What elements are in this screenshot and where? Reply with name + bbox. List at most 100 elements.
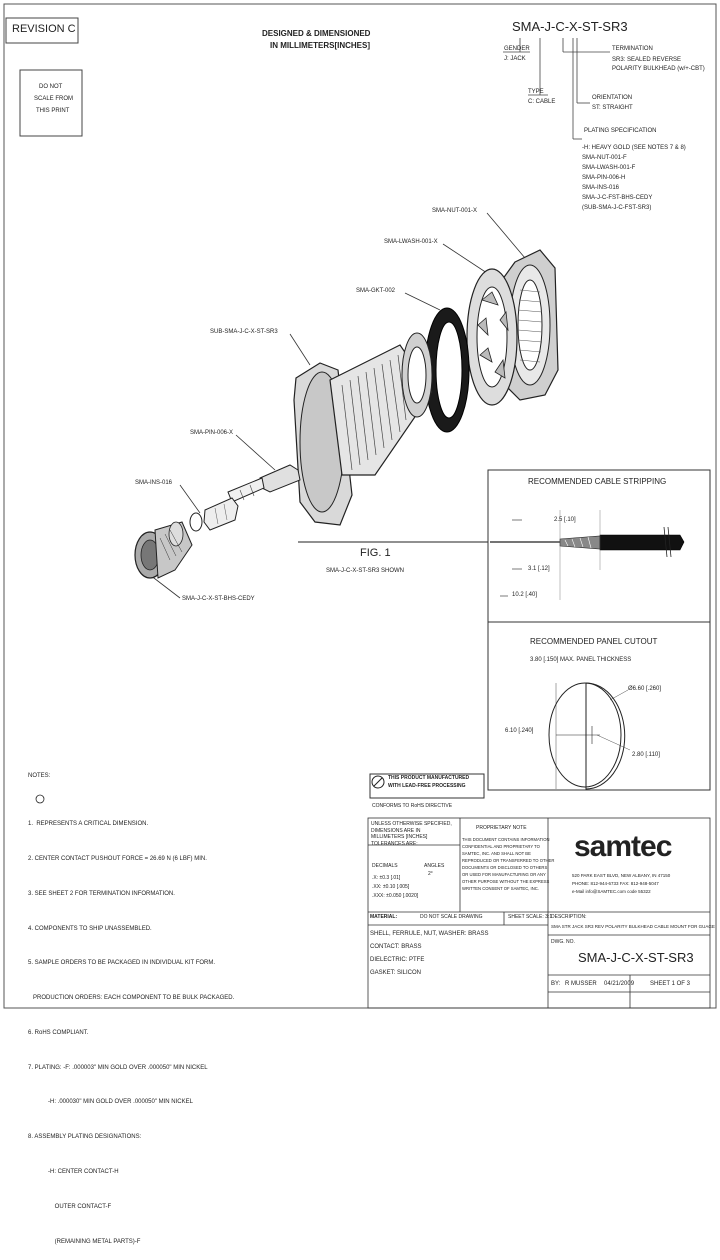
- material-label: MATERIAL:: [370, 914, 398, 920]
- title-block-grid: [367, 817, 711, 1009]
- note-line: PRODUCTION ORDERS: EACH COMPONENT TO BE …: [28, 995, 235, 1002]
- proprietary-line: DOCUMENTS OR DISCLOSED TO OTHERS: [462, 865, 548, 870]
- description-value: SMA STR JACK SR3 REV POLARITY BULKHEAD C…: [551, 924, 715, 929]
- gender-value: J: JACK: [504, 56, 526, 62]
- company-address: 520 PARK EAST BLVD, NEW ALBANY, IN 47150…: [572, 872, 670, 896]
- material-line: CONTACT: BRASS: [370, 944, 422, 950]
- panel-cutout-drawing: [548, 682, 631, 790]
- fig-subtitle: SMA-J-C-X-ST-SR3 SHOWN: [326, 568, 404, 574]
- decimal-label: DECIMALS: [372, 863, 398, 869]
- proprietary-title: PROPRIETARY NOTE: [476, 825, 527, 831]
- note-line: OUTER CONTACT-F: [28, 1203, 112, 1210]
- callout-lwash: SMA-LWASH-001-X: [384, 239, 438, 245]
- address-line: e-Mail info@SAMTEC.com code 55322: [572, 889, 651, 894]
- note-line: 8. ASSEMBLY PLATING DESIGNATIONS:: [28, 1134, 142, 1141]
- materials-list: SHELL, FERRULE, NUT, WASHER: BRASS CONTA…: [370, 928, 488, 980]
- panel-height: 6.10 [.240]: [505, 728, 534, 734]
- note-line: 2. CENTER CONTACT PUSHOUT FORCE = 26.69 …: [28, 855, 207, 862]
- plating-line: SMA-NUT-001-F: [582, 155, 627, 161]
- tol-line: MILLIMETERS [INCHES]: [371, 834, 428, 840]
- note-line: -H: CENTER CONTACT-H: [28, 1169, 119, 1175]
- callout-nut: SMA-NUT-001-X: [432, 208, 478, 214]
- tol-value: .XX: ±0.10 [.005]: [372, 884, 410, 890]
- plating-line: -H: HEAVY GOLD (SEE NOTES 7 & 8): [582, 145, 686, 151]
- callout-ins: SMA-INS-016: [135, 480, 173, 486]
- body-subassembly-part: [293, 332, 433, 526]
- nut-part: [501, 249, 559, 401]
- lead-free-line2: WITH LEAD-FREE PROCESSING: [388, 783, 466, 789]
- address-line: 520 PARK EAST BLVD, NEW ALBANY, IN 47150: [572, 873, 671, 878]
- dwg-number: SMA-J-C-X-ST-SR3: [578, 950, 694, 965]
- insulator-part: [189, 497, 239, 532]
- plating-line: SMA-PIN-006-H: [582, 175, 626, 181]
- do-not-scale-line2: SCALE FROM: [34, 96, 74, 102]
- plating-line: SMA-J-C-FST-BHS-CEDY: [582, 195, 653, 201]
- sheet-scale: SHEET SCALE: 3:1: [508, 914, 553, 920]
- termination-value-1: SR3: SEALED REVERSE: [612, 57, 682, 63]
- angles-value: 2°: [428, 871, 433, 877]
- part-code-leaders: [503, 38, 610, 140]
- material-line: DIELECTRIC: PTFE: [370, 957, 425, 963]
- angles-label: ANGLES: [424, 863, 445, 869]
- do-not-scale-box: [19, 69, 83, 137]
- material-line: GASKET: SILICON: [370, 970, 422, 976]
- proprietary-line: CONFIDENTIAL AND PROPRIETARY TO: [462, 844, 540, 849]
- stripping-dim3: 10.2 [.40]: [512, 592, 538, 598]
- callout-body: SMA-J-C-X-ST-BHS-CEDY: [182, 596, 255, 602]
- designed-line1: DESIGNED & DIMENSIONED: [262, 29, 371, 38]
- sheet-number: SHEET 1 OF 3: [650, 981, 690, 987]
- panel-title: RECOMMENDED PANEL CUTOUT: [530, 637, 658, 646]
- tol-value: .XXX: ±0.050 [.0020]: [372, 893, 419, 899]
- panel-half: 2.80 [.110]: [632, 752, 660, 758]
- plating-list: -H: HEAVY GOLD (SEE NOTES 7 & 8) SMA-NUT…: [582, 143, 686, 213]
- proprietary-line: SAMTEC, INC. AND SHALL NOT BE: [462, 851, 531, 856]
- material-line: SHELL, FERRULE, NUT, WASHER: BRASS: [370, 931, 489, 937]
- do-not-scale-line1: DO NOT: [39, 84, 63, 90]
- proprietary-text: THIS DOCUMENT CONTAINS INFORMATION CONFI…: [462, 836, 554, 892]
- drawing-date: 04/21/2009: [604, 981, 635, 987]
- callout-leaders: [149, 212, 526, 599]
- lead-free-line3: CONFORMS TO RoHS DIRECTIVE: [372, 803, 453, 809]
- note-line: -H: .000030" MIN GOLD OVER .000050" MIN …: [28, 1099, 193, 1106]
- note-line: (REMAINING METAL PARTS)-F: [28, 1238, 141, 1245]
- plating-line: SMA-LWASH-001-F: [582, 165, 636, 171]
- lead-free-line1: THIS PRODUCT MANUFACTURED: [388, 775, 470, 781]
- by-label: BY:: [551, 981, 561, 987]
- panel-thickness: 3.80 [.150] MAX. PANEL THICKNESS: [530, 657, 632, 663]
- samtec-logo: samtec: [574, 830, 672, 863]
- note-line: 5. SAMPLE ORDERS TO BE PACKAGED IN INDIV…: [28, 960, 216, 967]
- tol-line: DIMENSIONS ARE IN: [371, 827, 421, 834]
- designed-line2: IN MILLIMETERS[INCHES]: [270, 41, 370, 50]
- gasket-part: [424, 307, 470, 433]
- notes-title: NOTES:: [28, 773, 51, 779]
- orientation-value: ST: STRAIGHT: [592, 105, 633, 111]
- tol-value: .X: ±0.3 [.01]: [372, 875, 401, 881]
- lock-washer-part: [466, 268, 518, 406]
- dwg-label: DWG. NO.: [551, 939, 575, 945]
- termination-value-2: POLARITY BULKHEAD (w/+-CBT): [612, 66, 705, 72]
- fig-title: FIG. 1: [360, 547, 391, 559]
- panel-cutout-box: [487, 621, 711, 791]
- proprietary-line: THIS DOCUMENT CONTAINS INFORMATION: [462, 837, 550, 842]
- callout-gasket: SMA-GKT-002: [356, 288, 396, 294]
- tolerance-text: UNLESS OTHERWISE SPECIFIED, DIMENSIONS A…: [371, 821, 452, 847]
- crimp-body-part: [134, 521, 193, 579]
- note-line: 7. PLATING: -F: .000003" MIN GOLD OVER .…: [28, 1064, 208, 1071]
- proprietary-line: OTHER PURPOSE WITHOUT THE EXPRESS: [462, 879, 550, 884]
- address-line: PHONE: 812-944-6733 FAX: 812-948-5047: [572, 881, 659, 886]
- sheet-border: [3, 3, 717, 1009]
- termination-label: TERMINATION: [612, 46, 653, 52]
- note-line: 4. COMPONENTS TO SHIP UNASSEMBLED.: [28, 925, 152, 932]
- pin-part: [227, 464, 301, 503]
- panel-diameter: Ø6.60 [.260]: [628, 686, 662, 692]
- stripping-dim1: 2.5 [.10]: [554, 517, 576, 523]
- type-value: C: CABLE: [528, 99, 556, 105]
- proprietary-line: REPRODUCED OR TRANSFERRED TO OTHER: [462, 858, 555, 863]
- technical-drawing: [3, 3, 717, 1009]
- stripping-dim2: 3.1 [.12]: [528, 566, 550, 572]
- type-label: TYPE: [528, 89, 544, 95]
- stripping-title: RECOMMENDED CABLE STRIPPING: [528, 477, 667, 486]
- lead-free-stamp-box: [369, 773, 485, 799]
- note-line: 3. SEE SHEET 2 FOR TERMINATION INFORMATI…: [28, 890, 175, 897]
- revision-box: [5, 17, 79, 44]
